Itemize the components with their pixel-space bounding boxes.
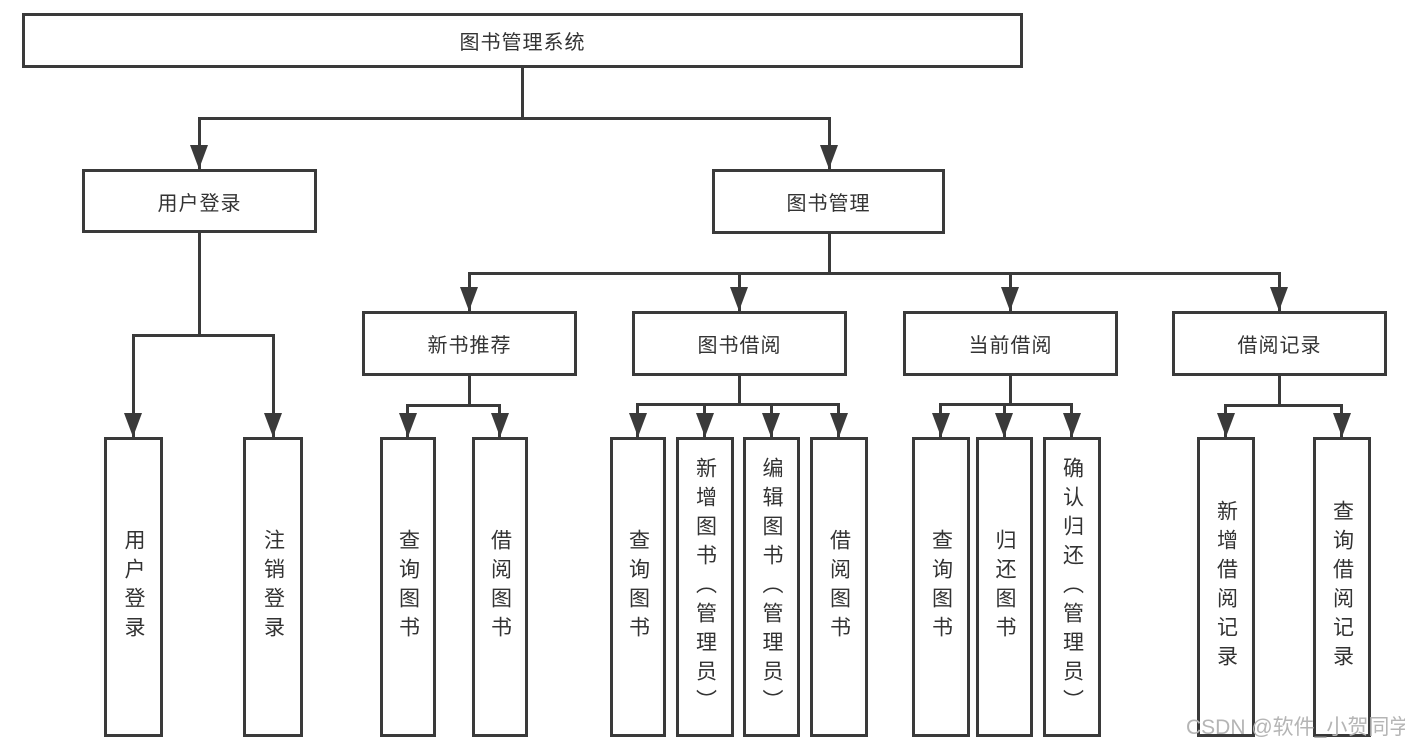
connector-line (468, 272, 1281, 275)
leaf-user-login: 用户登录 (104, 437, 163, 737)
leaf-query-borrow-record: 查询借阅记录 (1313, 437, 1371, 737)
leaf-edit-book-admin-label: 编辑图书（管理员） (760, 456, 783, 718)
connector-line (828, 117, 831, 169)
arrow-down-icon (995, 413, 1013, 437)
leaf-borrow-books-recommend: 借阅图书 (472, 437, 528, 737)
leaf-logout-label: 注销登录 (261, 529, 285, 645)
arrow-down-icon (830, 413, 848, 437)
node-book-borrow-label: 图书借阅 (697, 335, 782, 357)
arrow-down-icon (932, 413, 950, 437)
connector-line (406, 404, 501, 407)
connector-line (198, 117, 201, 169)
node-current-borrow: 当前借阅 (903, 311, 1118, 376)
leaf-add-book-admin-label: 新增图书（管理员） (693, 456, 717, 718)
node-borrow-records: 借阅记录 (1172, 311, 1387, 376)
leaf-user-login-label: 用户登录 (122, 529, 145, 645)
arrow-down-icon (190, 145, 208, 169)
leaf-query-books-current: 查询图书 (912, 437, 970, 737)
node-user-login: 用户登录 (82, 169, 317, 233)
node-book-management: 图书管理 (712, 169, 945, 234)
connector-line (738, 376, 741, 406)
leaf-add-borrow-record: 新增借阅记录 (1197, 437, 1255, 737)
connector-line (828, 234, 831, 275)
node-root-label: 图书管理系统 (459, 32, 586, 54)
leaf-return-book: 归还图书 (976, 437, 1033, 737)
arrow-down-icon (264, 413, 282, 437)
arrow-down-icon (696, 413, 714, 437)
node-book-management-label: 图书管理 (786, 193, 871, 215)
connector-line (939, 403, 1073, 406)
leaf-query-books-borrow: 查询图书 (610, 437, 666, 737)
connector-line (1224, 404, 1343, 407)
leaf-query-books-current-label: 查询图书 (929, 529, 953, 645)
leaf-borrow-books: 借阅图书 (810, 437, 868, 737)
connector-line (636, 403, 840, 406)
arrow-down-icon (762, 413, 780, 437)
arrow-down-icon (1001, 287, 1019, 311)
csdn-watermark: CSDN @软件_小贺同学 (1186, 716, 1405, 739)
connector-line (1009, 376, 1012, 406)
node-user-login-label: 用户登录 (157, 192, 242, 215)
leaf-return-book-label: 归还图书 (993, 529, 1016, 645)
connector-line (132, 334, 275, 337)
leaf-borrow-books-label: 借阅图书 (827, 529, 851, 645)
leaf-logout: 注销登录 (243, 437, 303, 737)
arrow-down-icon (124, 413, 142, 437)
arrow-down-icon (1063, 413, 1081, 437)
leaf-edit-book-admin: 编辑图书（管理员） (743, 437, 800, 737)
node-borrow-records-label: 借阅记录 (1237, 335, 1322, 357)
arrow-down-icon (1333, 413, 1351, 437)
connector-line (1278, 376, 1281, 407)
leaf-confirm-return-admin-label: 确认归还（管理员） (1060, 456, 1084, 718)
node-root: 图书管理系统 (22, 13, 1023, 68)
leaf-query-borrow-record-label: 查询借阅记录 (1330, 500, 1354, 674)
node-current-borrow-label: 当前借阅 (968, 335, 1053, 357)
connector-line (198, 233, 201, 337)
leaf-confirm-return-admin: 确认归还（管理员） (1043, 437, 1101, 737)
arrow-down-icon (1270, 287, 1288, 311)
connector-line (468, 376, 471, 407)
leaf-query-books-recommend: 查询图书 (380, 437, 436, 737)
node-book-borrow: 图书借阅 (632, 311, 847, 376)
arrow-down-icon (820, 145, 838, 169)
leaf-borrow-books-recommend-label: 借阅图书 (488, 529, 512, 645)
connector-line (198, 117, 831, 120)
arrow-down-icon (1217, 413, 1235, 437)
arrow-down-icon (491, 413, 509, 437)
leaf-add-borrow-record-label: 新增借阅记录 (1214, 500, 1238, 674)
leaf-add-book-admin: 新增图书（管理员） (676, 437, 734, 737)
connector-line (521, 68, 524, 119)
connector-line (272, 334, 275, 437)
node-new-book-recommend: 新书推荐 (362, 311, 577, 376)
leaf-query-books-borrow-label: 查询图书 (626, 529, 650, 645)
arrow-down-icon (730, 287, 748, 311)
arrow-down-icon (460, 287, 478, 311)
connector-line (132, 334, 135, 437)
arrow-down-icon (399, 413, 417, 437)
arrow-down-icon (629, 413, 647, 437)
node-new-book-recommend-label: 新书推荐 (427, 335, 512, 357)
leaf-query-books-recommend-label: 查询图书 (396, 529, 420, 645)
